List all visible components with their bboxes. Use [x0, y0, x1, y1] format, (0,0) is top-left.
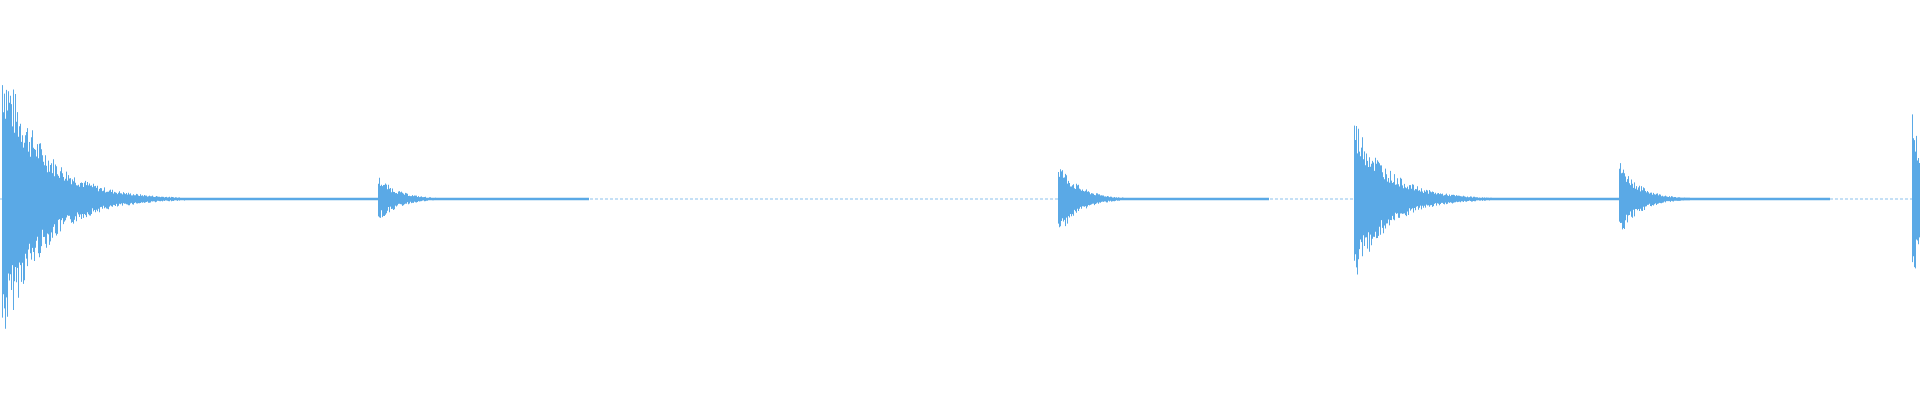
- transient-peak: [378, 177, 589, 218]
- waveform-transients: [2, 85, 1920, 329]
- transient-peak: [1058, 169, 1269, 228]
- transient-peak: [1912, 114, 1920, 269]
- transient-peak: [2, 85, 405, 329]
- waveform-transient: [378, 177, 589, 218]
- waveform-transient: [1619, 163, 1830, 230]
- waveform-transient: [2, 85, 405, 329]
- waveform-transient: [1058, 169, 1269, 228]
- waveform-transient: [1912, 114, 1920, 269]
- transient-peak: [1619, 163, 1830, 230]
